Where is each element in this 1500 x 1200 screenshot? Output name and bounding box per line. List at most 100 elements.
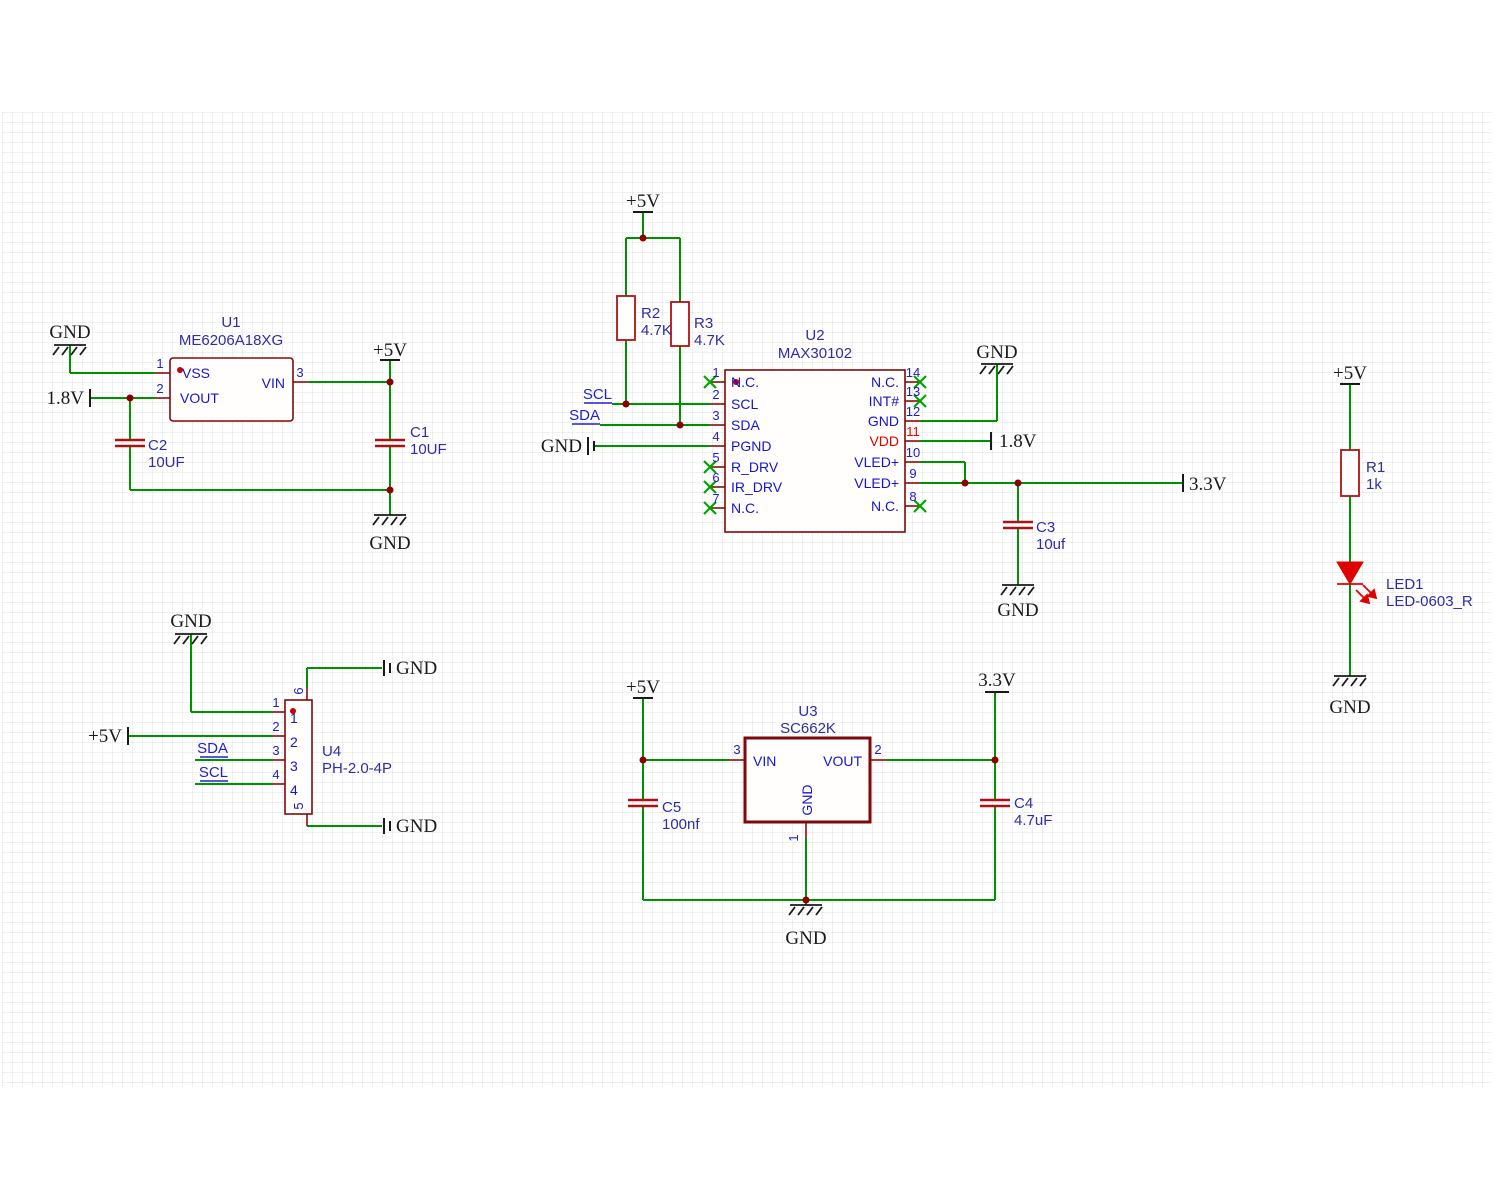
u1-pin3-number: 3 bbox=[296, 365, 303, 380]
net-label-gnd: GND bbox=[541, 436, 582, 457]
u3-wires bbox=[642, 692, 996, 905]
gnd-symbol bbox=[372, 514, 407, 526]
c4-ref: C4 bbox=[1014, 795, 1033, 812]
junction-dot bbox=[991, 756, 999, 764]
u4-pin-stubs bbox=[272, 688, 308, 826]
net-label-gnd: GND bbox=[396, 816, 437, 837]
u1-part: ME6206A18XG bbox=[179, 332, 283, 349]
c3-value: 10uf bbox=[1036, 536, 1066, 553]
led-indicator-circuit: +5V R1 1k LED1 LED-0603_R GND bbox=[1329, 363, 1472, 718]
c5-ref: C5 bbox=[662, 799, 681, 816]
u1-pin2-number: 2 bbox=[156, 381, 163, 396]
u1-ref: U1 bbox=[221, 314, 240, 331]
c1-capacitor[interactable] bbox=[375, 438, 405, 448]
u2-pin-name: N.C. bbox=[871, 374, 899, 390]
gnd-symbol bbox=[1332, 675, 1367, 687]
u2-pin-name: R_DRV bbox=[731, 459, 779, 475]
u2-pin-number: 7 bbox=[712, 491, 719, 506]
u4-pin-name: 2 bbox=[290, 734, 298, 750]
net-label-gnd: GND bbox=[997, 600, 1038, 621]
u2-body[interactable] bbox=[724, 369, 906, 533]
r2-value: 4.7K bbox=[641, 322, 672, 339]
r1-resistor[interactable] bbox=[1340, 449, 1360, 497]
u2-pin-name: PGND bbox=[731, 438, 771, 454]
no-connect-marks bbox=[703, 375, 927, 515]
c1-value: 10UF bbox=[410, 441, 447, 458]
u4-pin6-number: 6 bbox=[291, 687, 306, 694]
junction-dot bbox=[676, 421, 684, 429]
junction-dot bbox=[386, 486, 394, 494]
r2-ref: R2 bbox=[641, 305, 660, 322]
net-label-1v8: 1.8V bbox=[47, 388, 85, 409]
u2-pin-number: 1 bbox=[712, 365, 719, 380]
u4-pin-name: 4 bbox=[290, 782, 298, 798]
r3-resistor[interactable] bbox=[670, 301, 690, 347]
c3-capacitor[interactable] bbox=[1003, 520, 1033, 530]
u3-pin-stubs bbox=[729, 759, 886, 838]
u2-pin-name: GND bbox=[868, 413, 899, 429]
led1-part: LED-0603_R bbox=[1386, 593, 1473, 610]
u1-pin1-marker bbox=[177, 367, 183, 373]
u3-pin2-number: 2 bbox=[874, 742, 881, 757]
u2-pin-number: 6 bbox=[712, 470, 719, 485]
netlabel-underlines bbox=[572, 402, 612, 425]
u4-part: PH-2.0-4P bbox=[322, 760, 392, 777]
u2-pin-number: 8 bbox=[909, 489, 916, 504]
u3-gnd-pin-name: GND bbox=[799, 784, 815, 815]
u2-part: MAX30102 bbox=[778, 345, 852, 362]
u3-ref: U3 bbox=[798, 703, 817, 720]
net-label-5v: +5V bbox=[626, 677, 660, 698]
u2-pin-name: INT# bbox=[869, 393, 900, 409]
u4-body[interactable] bbox=[284, 699, 313, 815]
junction-dot bbox=[961, 479, 969, 487]
netlabel-underlines bbox=[200, 756, 228, 782]
net-label-gnd: GND bbox=[396, 658, 437, 679]
u3-body[interactable] bbox=[743, 736, 872, 824]
u1-body[interactable] bbox=[169, 357, 294, 422]
u2-pin-name: SDA bbox=[731, 417, 760, 433]
c2-capacitor[interactable] bbox=[115, 438, 145, 448]
u4-ref: U4 bbox=[322, 743, 341, 760]
c5-capacitor[interactable] bbox=[628, 798, 658, 808]
u2-pin-number: 5 bbox=[712, 450, 719, 465]
u1-pin2-name: VOUT bbox=[180, 390, 219, 406]
led1-symbol[interactable] bbox=[1336, 561, 1378, 605]
r1-ref: R1 bbox=[1366, 459, 1385, 476]
u4-pin-number: 4 bbox=[272, 767, 279, 782]
c4-value: 4.7uF bbox=[1014, 812, 1052, 829]
c5-value: 100nf bbox=[662, 816, 700, 833]
u2-pin-name: VLED+ bbox=[854, 475, 899, 491]
r1-value: 1k bbox=[1366, 476, 1382, 493]
c2-ref: C2 bbox=[148, 437, 167, 454]
junction-dot bbox=[639, 234, 647, 242]
u2-pin-name: SCL bbox=[731, 396, 758, 412]
u2-pin-name: VLED+ bbox=[854, 454, 899, 470]
net-label-scl: SCL bbox=[199, 764, 228, 781]
u2-pin-stubs bbox=[710, 381, 920, 509]
u3-pin1-number: 1 bbox=[786, 834, 801, 841]
u4-pin-name: 1 bbox=[290, 710, 298, 726]
u4-pin-number: 1 bbox=[272, 695, 279, 710]
u2-pin-number: 4 bbox=[712, 429, 719, 444]
c2-value: 10UF bbox=[148, 454, 185, 471]
u2-pin1-marker bbox=[733, 379, 739, 385]
u4-wires bbox=[128, 634, 382, 827]
u2-pin-name: N.C. bbox=[871, 498, 899, 514]
u3-part: SC662K bbox=[780, 720, 836, 737]
u2-ref: U2 bbox=[805, 327, 824, 344]
r2-resistor[interactable] bbox=[616, 295, 636, 341]
u1-pin3-name: VIN bbox=[262, 375, 285, 391]
net-label-gnd: GND bbox=[49, 322, 90, 343]
u1-regulator-circuit: GND U1 ME6206A18XG 1 2 3 VSS VOUT VIN 1.… bbox=[47, 314, 447, 554]
u3-vout-pin-name: VOUT bbox=[823, 753, 862, 769]
junction-dot bbox=[802, 896, 810, 904]
u2-pin-number: 9 bbox=[909, 466, 916, 481]
net-label-gnd: GND bbox=[976, 342, 1017, 363]
net-label-1v8: 1.8V bbox=[999, 431, 1037, 452]
u4-pin-name: 3 bbox=[290, 758, 298, 774]
u4-connector-circuit: GND +5V SDA SCL 1 2 3 4 1 2 3 4 6 5 U4 P… bbox=[88, 611, 437, 837]
net-label-3v3: 3.3V bbox=[1189, 474, 1227, 495]
u1-pin1-name: VSS bbox=[182, 365, 210, 381]
u2-pin-number: 2 bbox=[712, 387, 719, 402]
c4-capacitor[interactable] bbox=[980, 798, 1010, 808]
